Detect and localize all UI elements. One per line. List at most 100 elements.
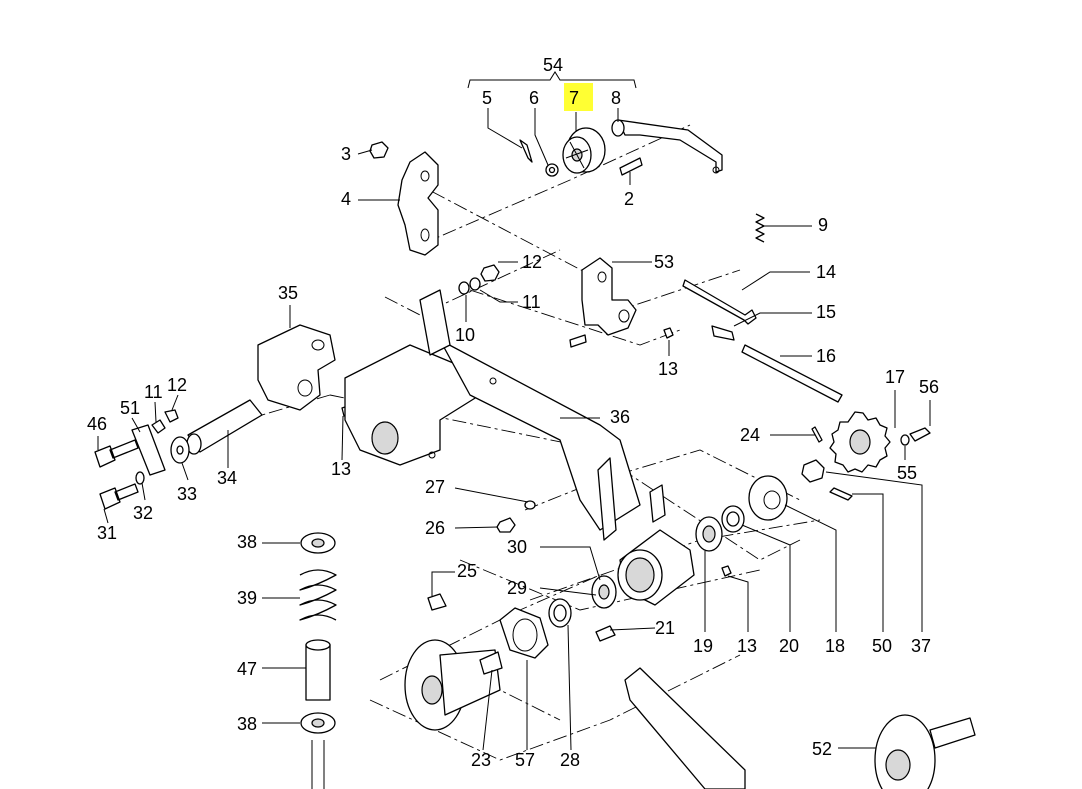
callout-56[interactable]: 56 bbox=[919, 377, 939, 397]
callout-21[interactable]: 21 bbox=[655, 618, 675, 638]
washer-11 bbox=[469, 277, 481, 291]
bracket-35 bbox=[257, 324, 336, 411]
callout-11b[interactable]: 11 bbox=[144, 382, 163, 402]
highlight-box bbox=[564, 83, 593, 111]
callout-4[interactable]: 4 bbox=[341, 189, 351, 209]
callout-36[interactable]: 36 bbox=[610, 407, 630, 427]
callout-18[interactable]: 18 bbox=[825, 636, 845, 656]
callout-53[interactable]: 53 bbox=[654, 252, 674, 272]
callout-28[interactable]: 28 bbox=[560, 750, 580, 770]
bolt-56 bbox=[909, 427, 931, 442]
callout-6[interactable]: 6 bbox=[529, 88, 539, 108]
callout-57[interactable]: 57 bbox=[515, 750, 535, 770]
callout-39[interactable]: 39 bbox=[237, 588, 257, 608]
callout-11a[interactable]: 11 bbox=[522, 292, 541, 312]
callout-37[interactable]: 37 bbox=[911, 636, 931, 656]
callout-24[interactable]: 24 bbox=[740, 425, 760, 445]
callout-12a[interactable]: 12 bbox=[522, 252, 542, 272]
callout-31[interactable]: 31 bbox=[97, 523, 117, 543]
callout-54[interactable]: 54 bbox=[543, 55, 563, 75]
nut-12b bbox=[164, 409, 179, 423]
washer-27 bbox=[524, 500, 536, 510]
washer-55 bbox=[900, 434, 910, 446]
callout-35[interactable]: 35 bbox=[278, 283, 298, 303]
nut-26 bbox=[496, 517, 516, 533]
callout-23[interactable]: 23 bbox=[471, 750, 491, 770]
fitting-25 bbox=[427, 593, 447, 611]
sprocket-17 bbox=[829, 411, 891, 473]
callout-55[interactable]: 55 bbox=[897, 463, 917, 483]
roller-7 bbox=[562, 127, 606, 174]
hub-sleeve-30 bbox=[617, 529, 695, 606]
callout-labels: 54 5 6 7 8 2 3 4 9 12 53 14 11 10 15 13 … bbox=[87, 55, 939, 770]
washer-10 bbox=[458, 281, 470, 295]
callout-7[interactable]: 7 bbox=[569, 88, 579, 108]
callout-38a[interactable]: 38 bbox=[237, 532, 257, 552]
cotter-pin-5 bbox=[519, 139, 533, 163]
group-bracket-54 bbox=[467, 71, 637, 89]
callout-30[interactable]: 30 bbox=[507, 537, 527, 557]
washer-11b bbox=[151, 419, 166, 434]
callout-13a[interactable]: 13 bbox=[658, 359, 678, 379]
callout-34[interactable]: 34 bbox=[217, 468, 237, 488]
callout-15[interactable]: 15 bbox=[816, 302, 836, 322]
grease-nipple-13a bbox=[663, 327, 674, 339]
callout-26[interactable]: 26 bbox=[425, 518, 445, 538]
callout-50[interactable]: 50 bbox=[872, 636, 892, 656]
callout-20[interactable]: 20 bbox=[779, 636, 799, 656]
nut-3 bbox=[369, 141, 389, 159]
callout-46[interactable]: 46 bbox=[87, 414, 107, 434]
hub-52 bbox=[874, 714, 976, 789]
plate-57 bbox=[499, 607, 549, 659]
callout-25[interactable]: 25 bbox=[457, 561, 477, 581]
callout-32[interactable]: 32 bbox=[133, 503, 153, 523]
callout-13b[interactable]: 13 bbox=[331, 459, 351, 479]
bolt-14 bbox=[682, 279, 757, 325]
assembly-guide-lines bbox=[244, 124, 821, 761]
hub-23 bbox=[404, 639, 503, 731]
bracket-53 bbox=[569, 257, 637, 348]
plate-51 bbox=[131, 424, 166, 476]
grease-nipple-13c bbox=[721, 565, 732, 577]
callout-16[interactable]: 16 bbox=[816, 346, 836, 366]
callout-19[interactable]: 19 bbox=[693, 636, 713, 656]
chain-16 bbox=[741, 344, 843, 403]
callout-10[interactable]: 10 bbox=[455, 325, 475, 345]
hub-cap-18 bbox=[748, 475, 788, 521]
nut-12 bbox=[480, 264, 500, 282]
washer-32 bbox=[135, 471, 145, 485]
callout-29[interactable]: 29 bbox=[507, 578, 527, 598]
pin-24 bbox=[811, 426, 823, 443]
bolt-46 bbox=[94, 439, 139, 468]
callout-33[interactable]: 33 bbox=[177, 484, 197, 504]
callout-3[interactable]: 3 bbox=[341, 144, 351, 164]
callout-47[interactable]: 47 bbox=[237, 659, 257, 679]
bolt-21 bbox=[595, 625, 616, 642]
tube-47 bbox=[305, 644, 331, 701]
bolt-31 bbox=[99, 483, 139, 510]
stack-left bbox=[299, 532, 337, 789]
nut-37 bbox=[801, 459, 825, 483]
pin-2 bbox=[619, 157, 643, 176]
callout-17[interactable]: 17 bbox=[885, 367, 905, 387]
callout-52[interactable]: 52 bbox=[812, 739, 832, 759]
callout-14[interactable]: 14 bbox=[816, 262, 836, 282]
callout-8[interactable]: 8 bbox=[611, 88, 621, 108]
callout-38b[interactable]: 38 bbox=[237, 714, 257, 734]
callout-13c[interactable]: 13 bbox=[737, 636, 757, 656]
chain-link-15 bbox=[711, 325, 735, 341]
callout-9[interactable]: 9 bbox=[818, 215, 828, 235]
spring-39 bbox=[299, 569, 337, 621]
fender bbox=[624, 667, 746, 789]
callout-51[interactable]: 51 bbox=[120, 398, 140, 418]
callout-27[interactable]: 27 bbox=[425, 477, 445, 497]
leader-lines bbox=[97, 108, 931, 751]
spring-9 bbox=[755, 213, 765, 243]
plate-4 bbox=[397, 151, 439, 256]
callout-2[interactable]: 2 bbox=[624, 189, 634, 209]
arm-8 bbox=[611, 119, 723, 174]
callout-12b[interactable]: 12 bbox=[167, 375, 187, 395]
key-50 bbox=[829, 487, 853, 501]
callout-5[interactable]: 5 bbox=[482, 88, 492, 108]
